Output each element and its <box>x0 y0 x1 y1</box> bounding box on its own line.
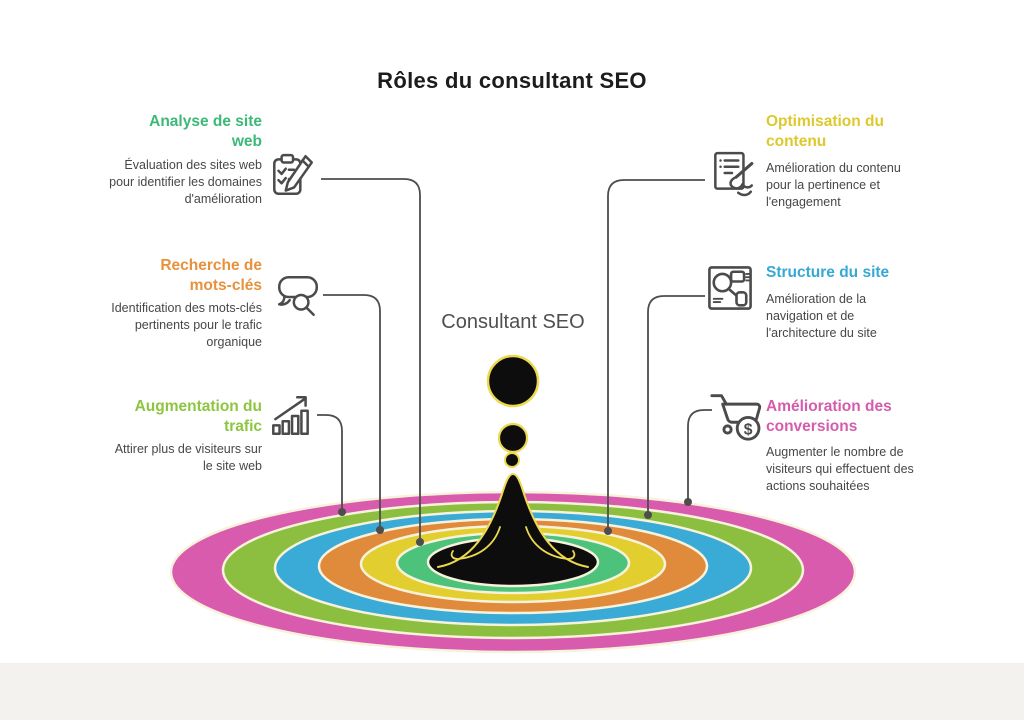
bar-chart-growth-icon <box>272 396 309 435</box>
center-label: Consultant SEO <box>441 311 585 333</box>
connector-dot <box>416 538 424 546</box>
document-writing-hand-icon <box>714 151 754 197</box>
water-splash-curl-left <box>450 526 501 560</box>
desc-amelioration-conversions: Augmenter le nombre de visiteurs qui eff… <box>766 445 914 494</box>
water-drop-medium <box>497 422 529 454</box>
connector-line-optimisation <box>607 179 705 529</box>
dollar-glyph: $ <box>744 421 753 438</box>
water-drop-small <box>504 452 520 468</box>
heading-optimisation-contenu: Optimisation du contenu <box>766 113 884 150</box>
water-splash <box>438 474 588 573</box>
connector-line-analyse <box>321 178 421 540</box>
connector-line-trafic <box>317 414 343 510</box>
desc-optimisation-contenu: Amélioration du contenu pour la pertinen… <box>766 161 901 210</box>
desc-structure-site: Amélioration de la navigation et de l'ar… <box>766 292 877 341</box>
connector-line-structure <box>647 295 705 513</box>
site-layout-icon <box>708 266 752 310</box>
water-splash-outline <box>437 472 589 568</box>
heading-analyse-site-web: Analyse de site web <box>149 113 262 150</box>
shopping-cart-dollar-icon: $ <box>710 394 762 441</box>
connector-dot <box>376 526 384 534</box>
connector-lines <box>317 178 712 540</box>
desc-analyse-site-web: Évaluation des sites web pour identifier… <box>109 158 262 207</box>
water-drop-large <box>486 354 540 408</box>
heading-recherche-mots-cles: Recherche de mots-clés <box>160 257 262 294</box>
connector-dot <box>684 498 692 506</box>
connector-line-conversions <box>687 409 712 500</box>
speech-bubble-magnifier-icon <box>278 276 318 316</box>
connector-dot <box>338 508 346 516</box>
bottom-shade <box>0 663 1024 720</box>
heading-structure-site: Structure du site <box>766 264 890 281</box>
connector-line-recherche <box>323 294 381 528</box>
connector-dot <box>644 511 652 519</box>
desc-augmentation-trafic: Attirer plus de visiteurs sur le site we… <box>114 442 262 474</box>
connector-dot <box>604 527 612 535</box>
heading-augmentation-trafic: Augmentation du trafic <box>134 398 262 435</box>
heading-amelioration-conversions: Amélioration des conversions <box>766 398 892 435</box>
page-title: Rôles du consultant SEO <box>377 68 647 93</box>
connector-dots <box>338 498 692 546</box>
desc-recherche-mots-cles: Identification des mots-clés pertinents … <box>111 301 262 350</box>
clipboard-checklist-pencil-icon <box>273 153 314 195</box>
water-splash-curl-right <box>525 526 576 560</box>
